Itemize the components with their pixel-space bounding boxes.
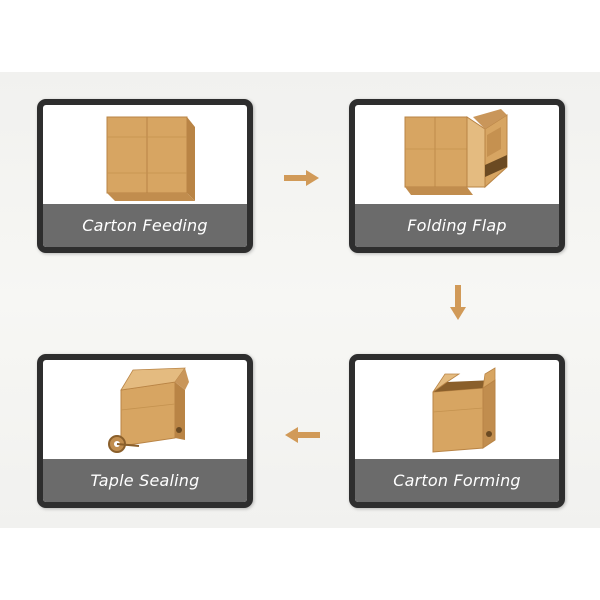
- step-label: Folding Flap: [355, 204, 559, 247]
- tape-sealing-box-icon: [43, 360, 247, 459]
- step-label: Carton Forming: [355, 459, 559, 502]
- step-label: Taple Sealing: [43, 459, 247, 502]
- arrow-right-icon: [284, 169, 320, 187]
- arrow-left-icon: [284, 426, 320, 444]
- step-label: Carton Feeding: [43, 204, 247, 247]
- step-card-carton-feeding: Carton Feeding: [37, 99, 253, 253]
- flat-carton-icon: [43, 105, 247, 204]
- open-box-icon: [355, 360, 559, 459]
- opening-carton-icon: [355, 105, 559, 204]
- step-card-folding-flap: Folding Flap: [349, 99, 565, 253]
- step-card-taple-sealing: Taple Sealing: [37, 354, 253, 508]
- arrow-down-icon: [449, 285, 467, 321]
- step-card-carton-forming: Carton Forming: [349, 354, 565, 508]
